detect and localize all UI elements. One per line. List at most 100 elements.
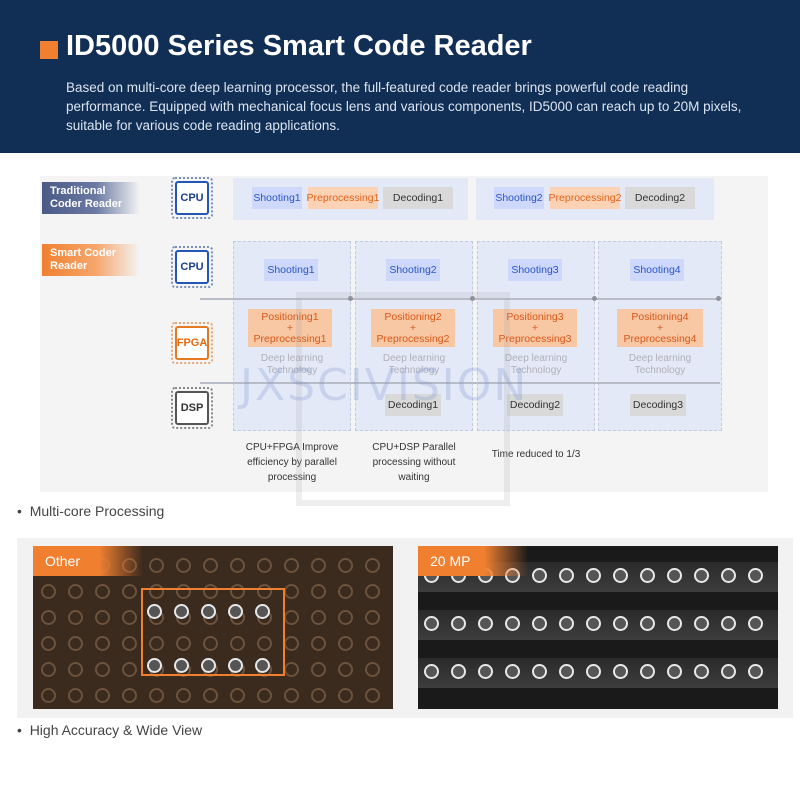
part-hole xyxy=(694,616,709,631)
part-hole xyxy=(228,604,243,619)
smart-shooting-4: Shooting4 xyxy=(630,259,684,281)
part-hole xyxy=(451,616,466,631)
part-hole xyxy=(122,584,137,599)
part-hole xyxy=(228,658,243,673)
part-hole xyxy=(174,658,189,673)
smart-shooting-1: Shooting1 xyxy=(264,259,318,281)
fpga-chip-icon: FPGA xyxy=(171,322,213,364)
part-hole xyxy=(748,616,763,631)
part-hole xyxy=(95,636,110,651)
part-hole xyxy=(311,688,326,703)
part-hole xyxy=(257,636,272,651)
part-hole xyxy=(311,558,326,573)
part-hole xyxy=(174,604,189,619)
part-hole xyxy=(230,584,245,599)
title-accent-square xyxy=(40,41,58,59)
part-hole xyxy=(613,664,628,679)
trad-preprocessing-2: Preprocessing2 xyxy=(549,187,621,209)
bullet-accuracy: • High Accuracy & Wide View xyxy=(17,722,203,738)
part-hole xyxy=(147,658,162,673)
deep-learning-caption: Deep learning Technology xyxy=(260,353,324,376)
cpu-chip-icon: CPU xyxy=(171,246,213,288)
part-hole xyxy=(338,610,353,625)
deep-learning-caption: Deep learning Technology xyxy=(628,353,692,376)
part-hole xyxy=(748,568,763,583)
part-hole xyxy=(95,610,110,625)
part-hole xyxy=(149,688,164,703)
part-hole xyxy=(667,568,682,583)
part-hole xyxy=(255,658,270,673)
traditional-reader-label: Traditional Coder Reader xyxy=(42,182,140,214)
part-hole xyxy=(41,662,56,677)
part-hole xyxy=(338,662,353,677)
part-hole xyxy=(68,636,83,651)
divider-dot xyxy=(716,296,721,301)
part-hole xyxy=(613,616,628,631)
smart-shooting-2: Shooting2 xyxy=(386,259,440,281)
part-hole xyxy=(365,558,380,573)
header-banner: ID5000 Series Smart Code Reader Based on… xyxy=(0,0,800,153)
part-hole xyxy=(284,688,299,703)
part-hole xyxy=(748,664,763,679)
part-hole xyxy=(640,616,655,631)
part-hole xyxy=(149,636,164,651)
part-hole xyxy=(201,604,216,619)
part-hole xyxy=(284,662,299,677)
part-hole xyxy=(721,568,736,583)
part-hole xyxy=(176,688,191,703)
trad-decoding-2: Decoding2 xyxy=(625,187,695,209)
part-hole xyxy=(451,664,466,679)
smart-decoding-2: Decoding2 xyxy=(507,394,563,416)
part-hole xyxy=(284,610,299,625)
part-hole xyxy=(95,688,110,703)
part-hole xyxy=(505,664,520,679)
part-hole xyxy=(284,584,299,599)
part-hole xyxy=(255,604,270,619)
20mp-camera-photo: 20 MP xyxy=(418,546,778,709)
other-camera-photo: Other xyxy=(33,546,393,709)
part-hole xyxy=(338,584,353,599)
part-hole xyxy=(694,664,709,679)
trad-decoding-1: Decoding1 xyxy=(383,187,453,209)
processing-diagram: Traditional Coder Reader Smart Coder Rea… xyxy=(40,176,768,492)
part-hole xyxy=(640,664,655,679)
part-hole xyxy=(95,584,110,599)
part-hole xyxy=(122,662,137,677)
trad-shooting-2: Shooting2 xyxy=(494,187,544,209)
part-hole xyxy=(365,688,380,703)
part-hole xyxy=(667,664,682,679)
part-hole xyxy=(311,636,326,651)
part-hole xyxy=(721,616,736,631)
part-hole xyxy=(68,584,83,599)
smart-positioning-3: Positioning3+Preprocessing3 xyxy=(493,309,577,347)
part-hole xyxy=(365,584,380,599)
part-hole xyxy=(203,584,218,599)
part-hole xyxy=(559,568,574,583)
product-description: Based on multi-core deep learning proces… xyxy=(66,80,742,133)
page-title: ID5000 Series Smart Code Reader xyxy=(66,30,532,62)
field-of-view-frame xyxy=(141,588,285,676)
part-hole xyxy=(559,616,574,631)
smart-positioning-2: Positioning2+Preprocessing2 xyxy=(371,309,455,347)
smart-decoding-1: Decoding1 xyxy=(385,394,441,416)
trad-shooting-1: Shooting1 xyxy=(252,187,302,209)
part-hole xyxy=(147,604,162,619)
part-hole xyxy=(203,688,218,703)
part-hole xyxy=(613,568,628,583)
part-hole xyxy=(338,558,353,573)
part-hole xyxy=(667,616,682,631)
part-hole xyxy=(68,662,83,677)
deep-learning-caption: Deep learning Technology xyxy=(504,353,568,376)
part-hole xyxy=(311,610,326,625)
part-hole xyxy=(68,688,83,703)
part-hole xyxy=(41,636,56,651)
deep-learning-caption: Deep learning Technology xyxy=(382,353,446,376)
divider-dot xyxy=(348,296,353,301)
bullet-multicore: • Multi-core Processing xyxy=(17,503,165,519)
part-hole xyxy=(257,584,272,599)
part-hole xyxy=(284,636,299,651)
part-hole xyxy=(338,688,353,703)
cpu-fpga-note: CPU+FPGA Improve efficiency by parallel … xyxy=(245,442,339,483)
part-hole xyxy=(532,568,547,583)
part-hole xyxy=(478,664,493,679)
